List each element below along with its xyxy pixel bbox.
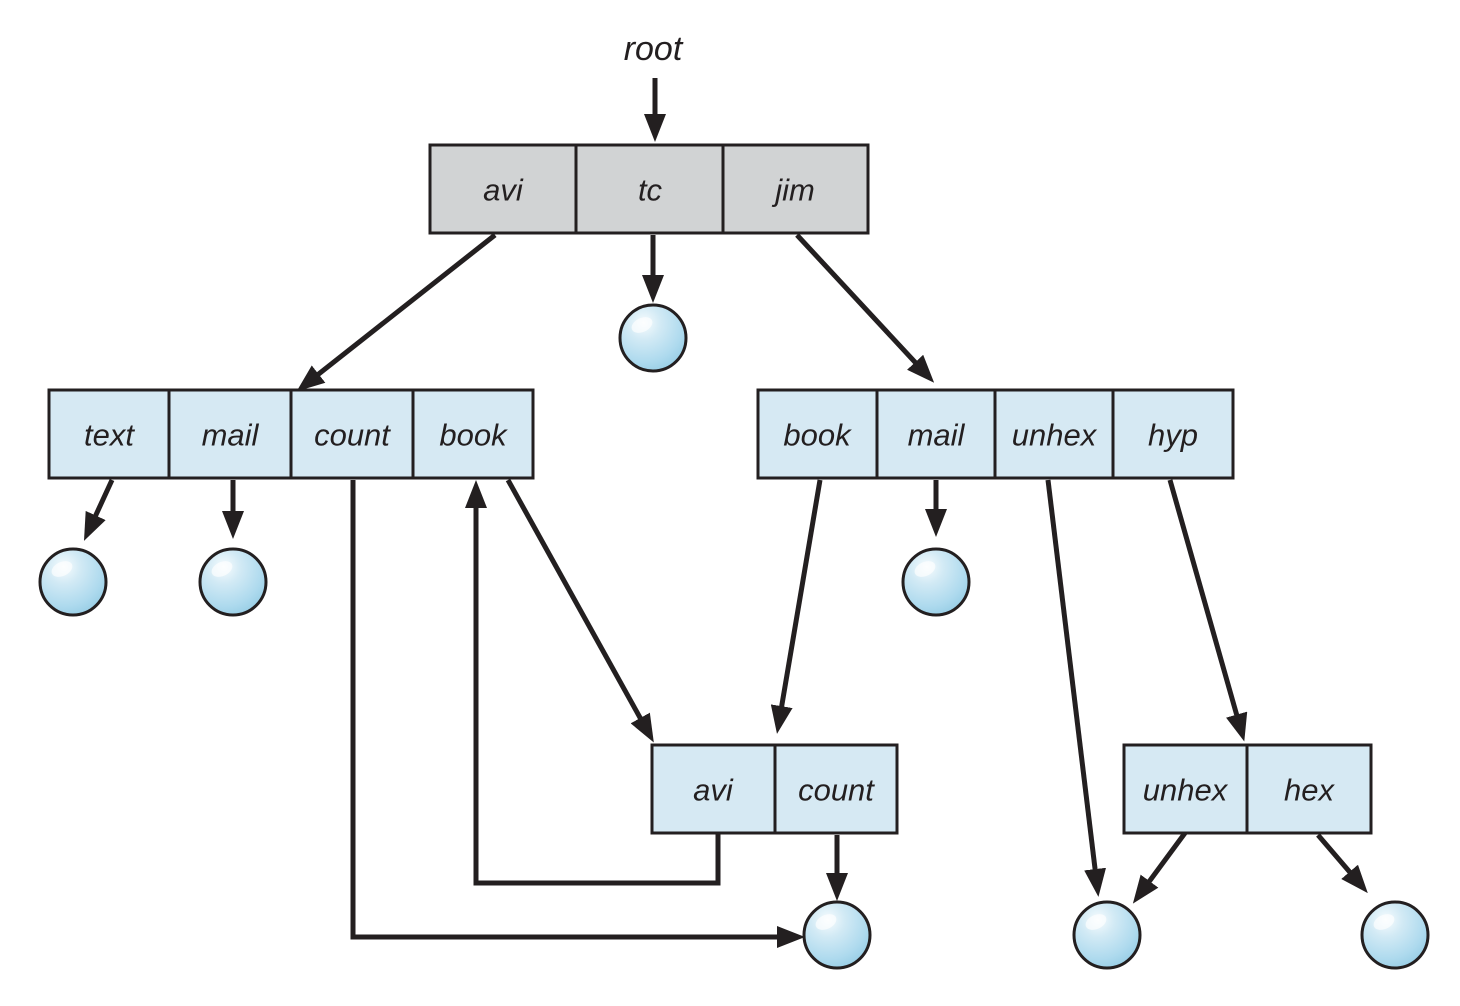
arrow-book-right-to-shared-dir (770, 479, 823, 734)
arrow-hex-to-file (1316, 833, 1368, 894)
root-dir-cell-jim (721, 143, 870, 235)
jim-dir-cell-hyp (1111, 388, 1235, 480)
file-highlight-icon (914, 561, 936, 577)
file-circle-shared-count (802, 900, 872, 970)
root-dir-label-avi: avi (483, 173, 524, 208)
jim-dir-cell-mail (875, 388, 997, 480)
avi-dir-cell-count (289, 388, 415, 480)
file-highlight-icon (631, 317, 653, 333)
jim-dir-cell-unhex (993, 388, 1115, 480)
jim-directory-table: book mail unhex hyp (756, 388, 1235, 480)
hyp-dir-cell-hex (1245, 743, 1373, 835)
jim-dir-label-hyp: hyp (1148, 418, 1198, 453)
shared-dir-label-count: count (798, 773, 875, 808)
root-dir-label-jim: jim (771, 173, 815, 208)
arrow-unhex2-to-file (1132, 831, 1188, 904)
hyp-directory-table: unhex hex (1122, 743, 1373, 835)
arrow-hyp-to-hyp-dir (1167, 479, 1248, 742)
arrow-shared-avi-loop-to-avi-dir (465, 480, 721, 886)
avi-dir-cell-text (47, 388, 171, 480)
file-circle-text (38, 547, 108, 617)
shared-directory-table: avi count (650, 743, 899, 835)
avi-dir-label-count: count (314, 418, 391, 453)
arrow-unhex-to-file (1045, 479, 1106, 897)
arrow-count-to-shared-file (350, 480, 805, 948)
file-highlight-icon (1373, 914, 1395, 930)
file-highlight-icon (51, 561, 73, 577)
file-highlight-icon (815, 914, 837, 930)
jim-dir-label-mail: mail (908, 418, 966, 453)
hyp-dir-cell-unhex (1122, 743, 1249, 835)
file-circle-hex (1360, 900, 1430, 970)
root-directory-table: avi tc jim (428, 143, 870, 235)
arrow-book-left-to-shared-dir (505, 478, 654, 743)
root-dir-label-tc: tc (638, 173, 663, 208)
avi-directory-table: text mail count book (47, 388, 535, 480)
avi-dir-label-book: book (439, 418, 508, 453)
shared-dir-cell-avi (650, 743, 777, 835)
file-circle-unhex (1072, 900, 1142, 970)
jim-dir-label-book: book (783, 418, 852, 453)
hyp-dir-label-hex: hex (1284, 773, 1335, 808)
avi-dir-label-text: text (84, 418, 135, 453)
arrow-avi-to-avi-dir (296, 233, 497, 392)
arrow-text-to-file (83, 478, 115, 541)
shared-dir-label-avi: avi (693, 773, 734, 808)
file-highlight-icon (1085, 914, 1107, 930)
avi-dir-cell-book (411, 388, 535, 480)
file-circle-mail-left (198, 547, 268, 617)
avi-dir-cell-mail (167, 388, 293, 480)
jim-dir-cell-book (756, 388, 879, 480)
file-highlight-icon (211, 561, 233, 577)
shared-dir-cell-count (773, 743, 899, 835)
file-circle-mail-right (901, 547, 971, 617)
root-dir-cell-avi (428, 143, 578, 235)
root-label: root (624, 30, 684, 68)
arrow-jim-to-jim-dir (795, 233, 935, 383)
hyp-dir-label-unhex: unhex (1143, 773, 1229, 808)
avi-dir-label-mail: mail (202, 418, 260, 453)
file-circle-tc (618, 303, 688, 373)
jim-dir-label-unhex: unhex (1012, 418, 1098, 453)
